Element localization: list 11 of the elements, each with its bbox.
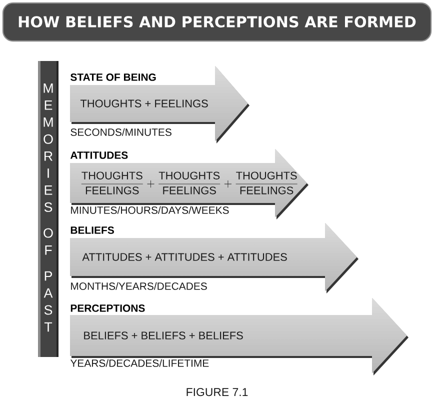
box-heading: PERCEPTIONS <box>70 304 145 312</box>
time-span-label: YEARS/DECADES/LIFETIME <box>70 359 209 367</box>
title-banner: HOW BELIEFS AND PERCEPTIONS ARE FORMED <box>2 2 432 42</box>
box-heading: BELIEFS <box>70 226 114 234</box>
box-heading: STATE OF BEING <box>70 74 156 81</box>
figure-caption: FIGURE 7.1 <box>186 388 248 396</box>
time-span-label: SECONDS/MINUTES <box>70 128 172 136</box>
time-span-label: MINUTES/HOURS/DAYS/WEEKS <box>71 206 229 214</box>
time-span-label: MONTHS/YEARS/DECADES <box>71 282 207 290</box>
vertical-bar: MEMORIES OF PAST <box>38 61 58 357</box>
box-heading: ATTITUDES <box>70 152 128 159</box>
